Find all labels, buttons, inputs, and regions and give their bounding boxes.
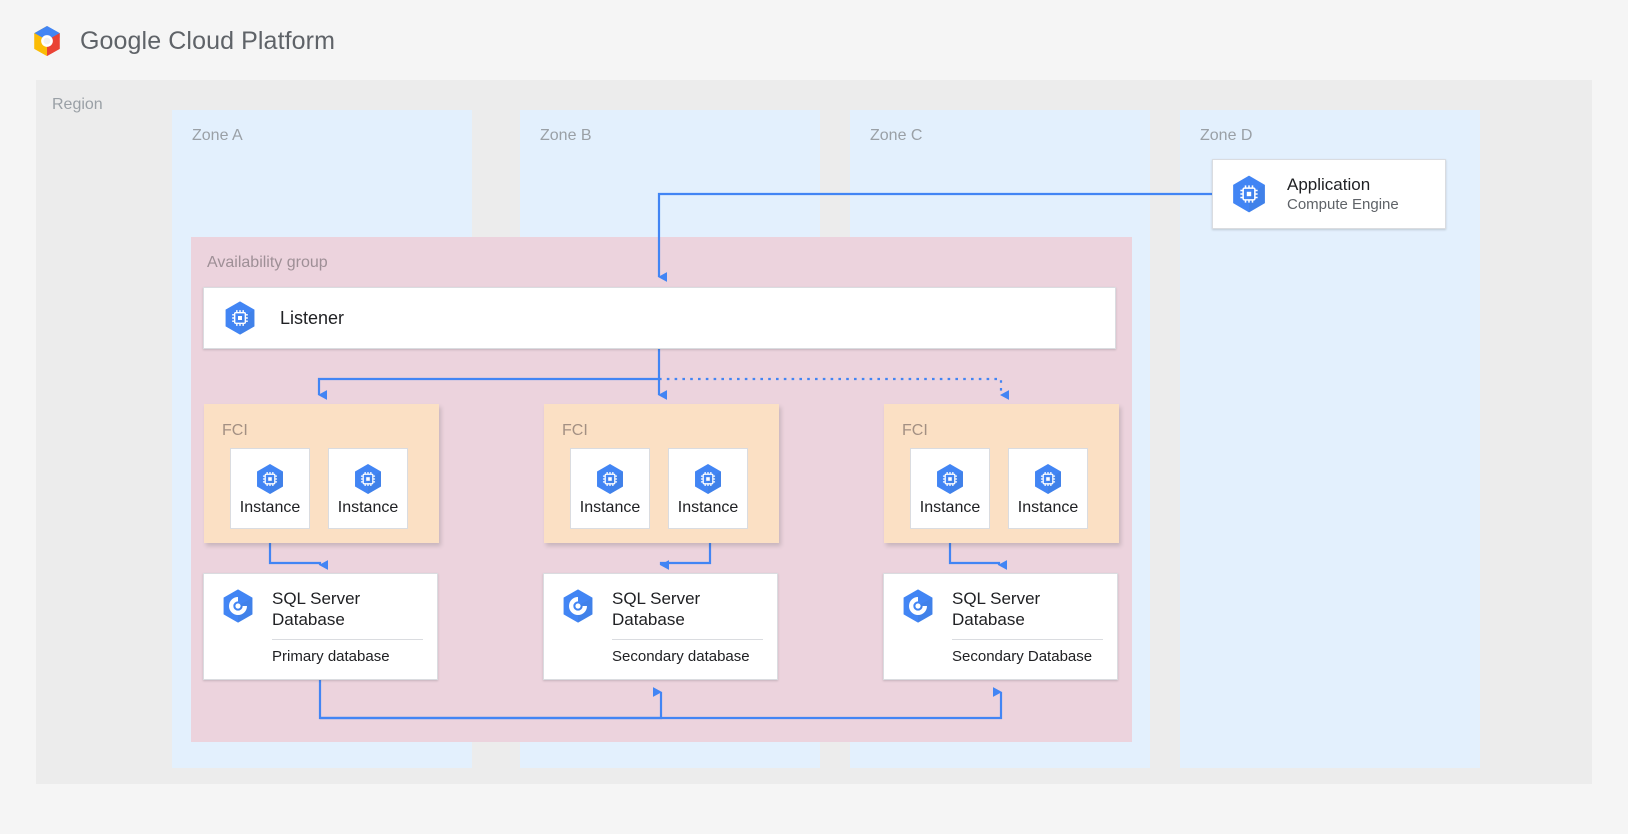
compute-engine-icon <box>225 301 255 335</box>
region-label: Region <box>52 96 103 113</box>
fci-a-label: FCI <box>222 422 248 439</box>
listener-label: Listener <box>280 307 345 328</box>
fci-c-instance-2-label: Instance <box>1017 498 1079 516</box>
database-card-secondary-b[interactable]: SQL Server Database Secondary database <box>543 573 778 680</box>
compute-engine-icon <box>1035 463 1061 494</box>
database-secondary-c-divider <box>952 638 1103 640</box>
brand-header: Google Cloud Platform <box>28 22 335 60</box>
zone-a-label: Zone A <box>192 127 243 144</box>
database-card-primary[interactable]: SQL Server Database Primary database <box>203 573 438 680</box>
fci-b-instance-1-label: Instance <box>579 498 641 516</box>
fci-a-instance-1-label: Instance <box>239 498 301 516</box>
google-cloud-hexagon-logo-icon <box>34 25 60 57</box>
fci-a-instance-1[interactable]: Instance <box>230 448 310 529</box>
fci-c-instance-1[interactable]: Instance <box>910 448 990 529</box>
database-secondary-c-role: Secondary Database <box>952 647 1093 665</box>
database-secondary-b-title: SQL Server Database <box>612 589 701 630</box>
listener-card[interactable]: Listener <box>203 287 1116 349</box>
database-primary-divider <box>272 638 423 640</box>
compute-engine-icon <box>695 463 721 494</box>
compute-engine-icon <box>597 463 623 494</box>
brand-title: Google Cloud Platform <box>80 27 335 56</box>
compute-engine-icon <box>257 463 283 494</box>
fci-b-label: FCI <box>562 422 588 439</box>
fci-a-container: FCI Instance <box>204 404 439 543</box>
compute-engine-icon <box>1233 175 1265 213</box>
sql-server-database-icon <box>903 589 933 623</box>
fci-b-instance-2-label: Instance <box>677 498 739 516</box>
zone-c-label: Zone C <box>870 127 923 144</box>
application-card[interactable]: Application Compute Engine <box>1212 159 1446 229</box>
fci-c-container: FCI Instance <box>884 404 1119 543</box>
database-secondary-b-divider <box>612 638 763 640</box>
fci-c-instance-1-label: Instance <box>919 498 981 516</box>
database-card-secondary-c[interactable]: SQL Server Database Secondary Database <box>883 573 1118 680</box>
fci-a-instance-2[interactable]: Instance <box>328 448 408 529</box>
fci-c-label: FCI <box>902 422 928 439</box>
sql-server-database-icon <box>223 589 253 623</box>
fci-a-instance-2-label: Instance <box>337 498 399 516</box>
zone-b-label: Zone B <box>540 127 592 144</box>
database-primary-role: Primary database <box>272 647 390 665</box>
brand-name-bold: Google <box>80 26 162 55</box>
zone-d-label: Zone D <box>1200 127 1253 144</box>
compute-engine-icon <box>355 463 381 494</box>
fci-b-container: FCI Instance <box>544 404 779 543</box>
compute-engine-icon <box>937 463 963 494</box>
application-title: Application <box>1287 174 1371 194</box>
sql-server-database-icon <box>563 589 593 623</box>
fci-c-instance-2[interactable]: Instance <box>1008 448 1088 529</box>
availability-group-label: Availability group <box>207 254 328 271</box>
fci-b-instance-2[interactable]: Instance <box>668 448 748 529</box>
application-subtitle: Compute Engine <box>1287 195 1399 213</box>
fci-b-instance-1[interactable]: Instance <box>570 448 650 529</box>
database-primary-title: SQL Server Database <box>272 589 361 630</box>
database-secondary-c-title: SQL Server Database <box>952 589 1041 630</box>
brand-name-rest: Cloud Platform <box>161 26 336 55</box>
database-secondary-b-role: Secondary database <box>612 647 750 665</box>
